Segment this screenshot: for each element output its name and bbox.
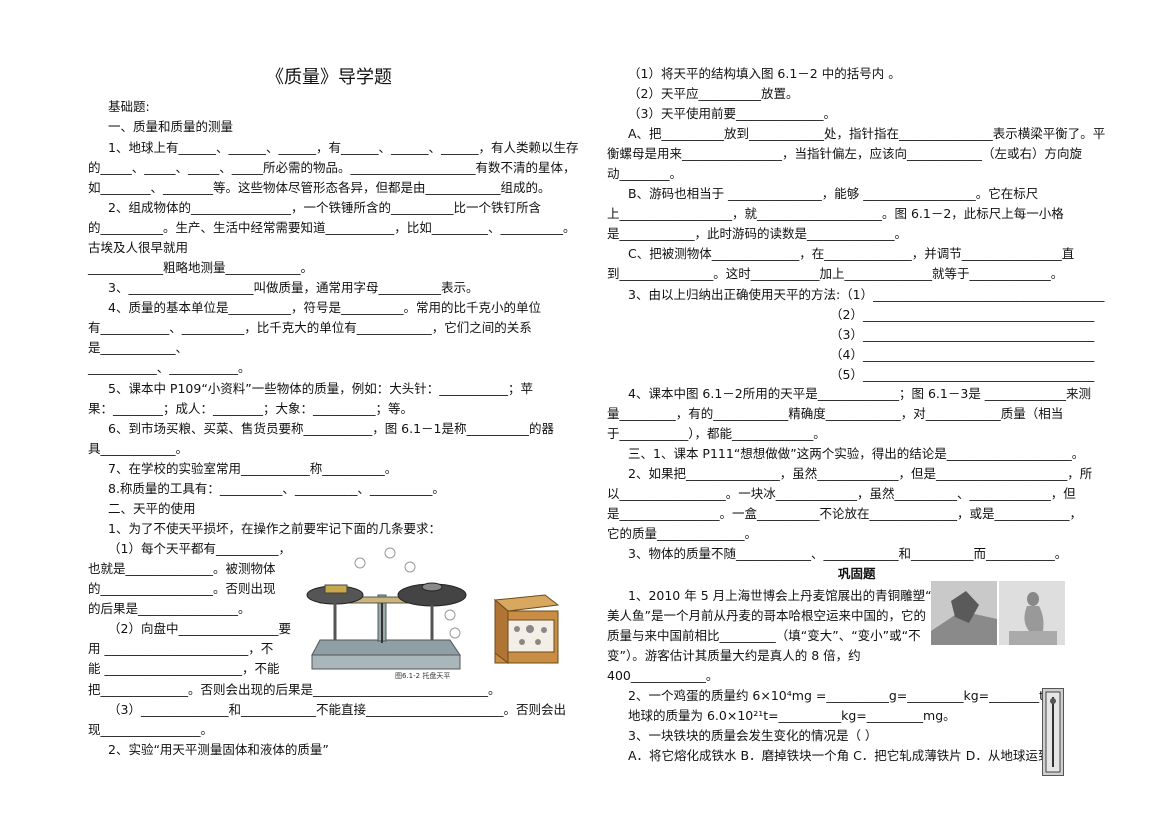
left-text-line: 4、质量的基本单位是__________，符号是__________。常用的比千… (108, 300, 541, 315)
right-text-line: 变”）。游客估计其质量大约是真人的 8 倍，约 (607, 648, 861, 663)
left-text-line: 3、____________________叫做质量，通常用字母________… (108, 280, 479, 295)
right-text-line: 美人鱼”是一个月前从丹麦的哥本哈根空运来中国的，它的 (607, 608, 926, 623)
right-text-line: 2、一个鸡蛋的质量约 6×10⁴mg =__________g=________… (628, 688, 1057, 703)
right-text-line: 它的质量______________。 (607, 526, 758, 541)
statue-image-icon (931, 581, 997, 645)
left-text-line: 的__________________。否则出现 (88, 581, 276, 596)
mermaid-photo-right (999, 581, 1065, 645)
right-text-line: 到_______________。这时___________加上________… (607, 266, 1064, 281)
left-text-line: 也就是______________。被测物体 (88, 561, 276, 576)
left-text-line: 用 _______________________，不 (88, 641, 274, 656)
right-text-line: 3、由以上归纳出正确使用天平的方法:（1）___________________… (628, 287, 1105, 302)
left-text-line: 有___________、__________，比千克大的单位有________… (88, 320, 532, 335)
right-text-line: 地球的质量为 6.0×10²¹t=__________kg=_________m… (628, 708, 956, 723)
left-text-line: 把______________。否则会出现的后果是_______________… (88, 682, 501, 697)
balance-figure: 图6.1-2 托盘天平 (300, 545, 565, 685)
right-text-line: 动________。 (607, 166, 683, 181)
right-text-line: （3）天平使用前要______________。 (628, 106, 836, 121)
right-text-line: A．将它熔化成铁水 B．磨掉铁块一个角 C．把它轧成薄铁片 D．从地球运到月 (628, 748, 1063, 763)
left-text-line: 1、为了不使天平损坏，在操作之前要牢记下面的几条要求： (108, 521, 441, 536)
left-text-line: 果：________；成人：________；大象：__________；等。 (88, 401, 414, 416)
left-text-line: 的__________。生产、生活中经常需要知道___________，比如__… (88, 220, 576, 235)
right-text-line: （2）_____________________________________ (830, 307, 1095, 322)
mermaid-photo-left (931, 581, 997, 645)
right-text-line: 3、一块铁块的质量会发生变化的情况是（ ） (628, 728, 878, 743)
measuring-rod-icon (1045, 691, 1061, 773)
left-text-line: 古埃及人很早就用 (88, 240, 189, 255)
page-title: 《质量》导学题 (266, 67, 392, 88)
left-text-line: 能 ______________________，不能 (88, 661, 280, 676)
right-text-line: 上__________________，就___________________… (607, 206, 1064, 221)
left-text-line: 的_____、_____、_____、_____所必需的物品。_________… (88, 160, 576, 175)
right-text-line: 2、如果把_______________，虽然_____________，但是_… (628, 466, 1093, 481)
right-text-line: A、把__________放到____________处，指针指在_______… (628, 126, 1106, 141)
left-text-line: 一、质量和质量的测量 (108, 119, 234, 134)
right-text-line: 于___________），都能_____________。 (607, 426, 826, 441)
left-text-line: 5、课本中 P109“小资料”一些物体的质量，例如：大头针：__________… (108, 381, 534, 396)
right-text-line: 量_________，有的____________精确度____________… (607, 406, 1064, 421)
right-text-line: B、游码也相当于 _______________，能够 ____________… (628, 186, 1039, 201)
right-text-line: 400____________。 (607, 668, 719, 683)
right-text-line: （4）_____________________________________ (830, 347, 1095, 362)
figure-caption: 图6.1-2 托盘天平 (395, 672, 451, 680)
left-text-line: 基础题: (108, 99, 150, 114)
right-text-line: 衡螺母是用来________________，当指针偏左，应该向________… (607, 146, 1083, 161)
section-title: 巩固题 (838, 566, 876, 581)
left-text-line: ____________粗略地测量____________。 (88, 260, 314, 275)
right-text-line: C、把被测物体______________，在______________，并调… (628, 246, 1075, 261)
left-text-line: ___________、___________。 (88, 360, 251, 375)
left-text-line: 1、地球上有______、______、______，有______、_____… (108, 140, 579, 155)
right-text-line: 4、课本中图 6.1－2所用的天平是_____________；图 6.1－3是… (628, 386, 1092, 401)
right-text-line: 1、2010 年 5 月上海世博会上丹麦馆展出的青铜雕塑“小 (628, 588, 945, 603)
right-text-line: 质量与来中国前相比_________（填“变大”、“变小”或“不 (607, 628, 921, 643)
right-text-line: 是________________。一盒__________不论放在______… (607, 506, 1083, 521)
left-text-line: 6、到市场买粮、买菜、售货员要称___________，图 6.1－1是称___… (108, 421, 555, 436)
right-text-line: 3、物体的质量不随____________、____________和_____… (628, 546, 1068, 561)
left-text-line: 7、在学校的实验室常用___________称__________。 (108, 461, 398, 476)
left-text-line: 2、实验“用天平测量固体和液体的质量” (108, 742, 329, 757)
left-text-line: 的后果是________________。 (88, 601, 251, 616)
left-text-line: （3）______________和____________不能直接______… (108, 702, 566, 717)
right-text-line: （2）天平应__________放置。 (628, 86, 799, 101)
right-text-line: 是____________，此时游码的读数是______________。 (607, 226, 908, 241)
statue-image-icon (999, 581, 1065, 645)
right-text-line: （5）_____________________________________ (830, 367, 1095, 382)
left-text-line: 二、天平的使用 (108, 501, 196, 516)
left-text-line: 是____________、 (88, 340, 189, 355)
right-text-line: （3）_____________________________________ (830, 327, 1095, 342)
left-text-line: 2、组成物体的________________，一个铁锤所含的_________… (108, 200, 541, 215)
left-text-line: 8.称质量的工具有：__________、__________、________… (108, 481, 445, 496)
right-text-line: 三、1、课本 P111“想想做做”这两个实验，得出的结论是___________… (628, 446, 1085, 461)
right-text-line: （1）将天平的结构填入图 6.1－2 中的括号内 。 (628, 66, 901, 81)
ruler-image (1042, 688, 1064, 776)
left-text-line: 具____________。 (88, 441, 189, 456)
left-text-line: 现________________。 (88, 722, 214, 737)
left-text-line: （2）向盘中________________要 (108, 621, 291, 636)
right-text-line: 以_________________。一块冰_____________，虽然__… (607, 486, 1076, 501)
tray-balance-icon (306, 547, 560, 670)
left-text-line: 如________、________等。这些物体尽管形态各异，但都是由_____… (88, 180, 551, 195)
left-text-line: （1）每个天平都有__________， (108, 541, 291, 556)
